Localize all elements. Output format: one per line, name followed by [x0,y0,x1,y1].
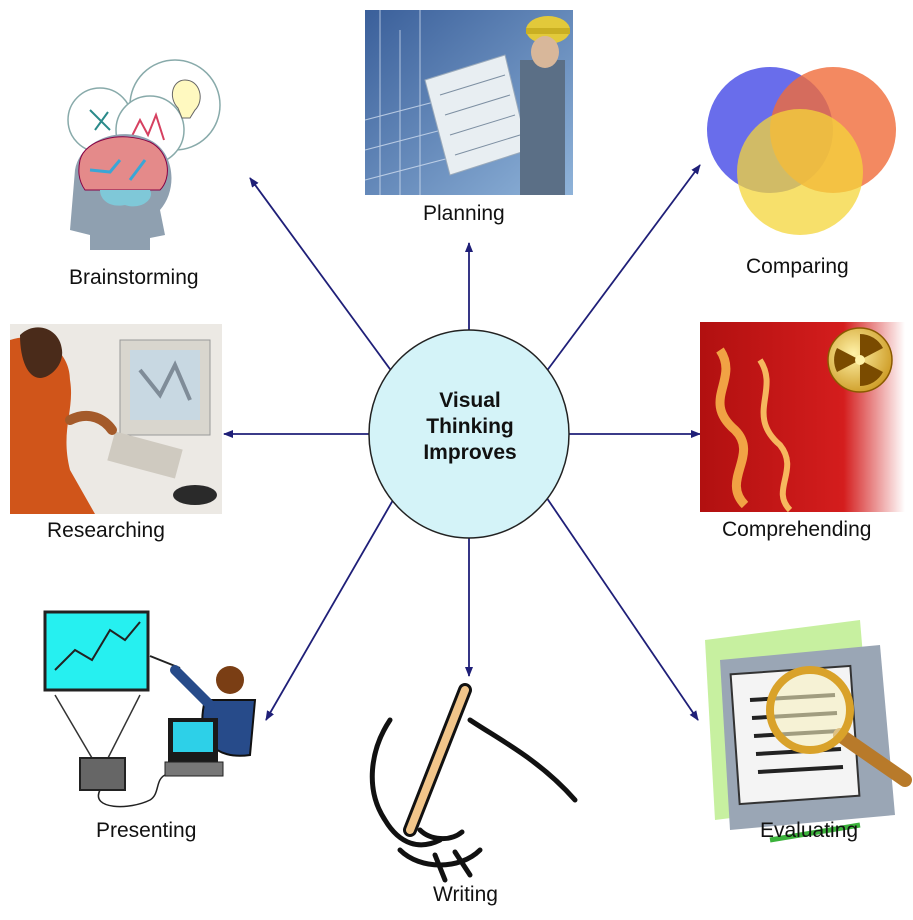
planning-label: Planning [423,202,505,225]
magnifier-document-icon [705,620,912,843]
arrow-to-brainstorming [249,177,399,381]
center-label: Visual Thinking Improves [375,388,565,466]
center-ellipse [368,329,570,539]
center-label-line-2: Thinking [426,415,514,438]
writing-label: Writing [433,883,498,906]
head-brain-bubbles-icon [67,59,221,250]
evaluating-label: Evaluating [760,819,859,842]
center-label-line-1: Visual [439,389,501,412]
arrow-to-comparing [539,164,701,381]
brainstorming-label: Brainstorming [69,266,199,289]
projector-presenter-icon [43,610,257,808]
presenting-label: Presenting [96,819,197,842]
hand-pencil-icon [369,683,578,883]
comparing-label: Comparing [746,255,849,278]
venn-circles-icon [707,67,896,235]
arrow-to-presenting [265,487,401,721]
arrow-to-evaluating [539,487,699,721]
researching-label: Researching [47,519,165,542]
architect-blueprint-photo-icon [364,10,573,195]
arrows [223,164,701,721]
center-label-line-3: Improves [423,441,517,464]
computer-user-photo-icon [10,324,222,514]
comprehending-label: Comprehending [722,518,872,541]
fire-radiation-icon [700,322,905,513]
